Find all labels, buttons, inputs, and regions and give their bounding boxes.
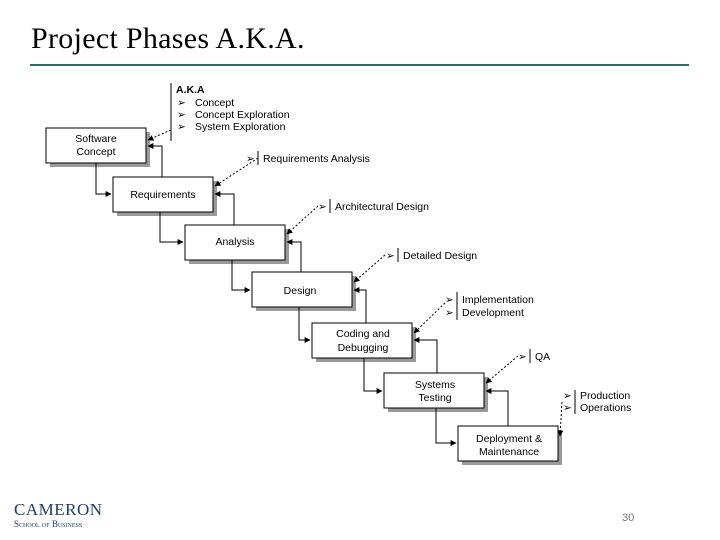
note-pointer xyxy=(214,157,259,187)
phase-box-software-concept xyxy=(45,127,147,164)
phase-label: Requirements xyxy=(130,189,195,201)
feedback-connector xyxy=(485,388,509,426)
phase-label: Software xyxy=(75,133,117,145)
note-qa: QA xyxy=(535,351,550,363)
flow-connector xyxy=(231,260,251,293)
note-bullet-icon: ➢ xyxy=(386,250,395,262)
note-bullet-icon: ➢ xyxy=(318,201,327,213)
note-pointer xyxy=(353,254,386,283)
phase-label: Analysis xyxy=(215,236,254,248)
phase-label: Systems xyxy=(415,379,455,391)
feedback-connector xyxy=(413,337,438,373)
aka-pointer xyxy=(147,129,172,141)
feedback-connector xyxy=(214,191,235,225)
note-pointer xyxy=(413,302,446,334)
flow-connector xyxy=(363,358,383,394)
logo-sub-text: School of Business xyxy=(14,519,83,529)
note-operations: Operations xyxy=(580,402,631,414)
note-bullet-icon: ➢ xyxy=(563,402,572,414)
feedback-connector xyxy=(147,143,163,177)
aka-item: Concept Exploration xyxy=(195,109,290,121)
note-pointer xyxy=(485,355,519,384)
phase-box-coding-debugging xyxy=(311,322,413,359)
note-detailed-design: Detailed Design xyxy=(403,250,477,262)
note-pointer xyxy=(557,401,564,437)
slide-title: Project Phases A.K.A. xyxy=(31,22,305,55)
aka-header: A.K.A xyxy=(176,84,205,96)
feedback-connector xyxy=(286,239,302,272)
phase-label: Coding and xyxy=(336,328,390,340)
phase-box-systems-testing xyxy=(383,372,485,409)
flow-connector xyxy=(298,307,311,343)
aka-item: Concept xyxy=(195,97,234,109)
feedback-connector xyxy=(353,287,367,323)
note-bullet-icon: ➢ xyxy=(518,351,527,363)
phase-label: Debugging xyxy=(338,342,389,354)
note-bullet-icon: ➢ xyxy=(445,294,454,306)
note-pointer xyxy=(286,205,319,235)
aka-bullet-icon: ➢ xyxy=(177,121,186,133)
phase-label: Deployment & xyxy=(476,433,542,445)
phase-label: Testing xyxy=(418,392,451,404)
note-bullet-icon: ➢ xyxy=(246,153,255,165)
phase-label: Concept xyxy=(76,146,115,158)
flow-connector xyxy=(159,212,184,245)
note-bullet-icon: ➢ xyxy=(563,390,572,402)
cameron-logo: CAMERON School of Business xyxy=(14,501,103,530)
aka-bullet-icon: ➢ xyxy=(177,109,186,121)
phase-box-deployment xyxy=(457,425,559,462)
flow-connector xyxy=(95,163,112,197)
logo-main-text: CAMERON xyxy=(14,500,103,519)
phase-label: Design xyxy=(284,285,317,297)
note-requirements-analysis: Requirements Analysis xyxy=(263,153,370,165)
note-development: Development xyxy=(462,307,524,319)
note-architectural-design: Architectural Design xyxy=(335,201,429,213)
note-production: Production xyxy=(580,390,630,402)
title-divider xyxy=(30,64,689,66)
note-implementation: Implementation xyxy=(462,294,534,306)
page-number: 30 xyxy=(622,512,635,524)
note-bullet-icon: ➢ xyxy=(445,307,454,319)
phase-box-design xyxy=(251,271,353,308)
aka-bullet-icon: ➢ xyxy=(177,97,186,109)
flow-connector xyxy=(435,408,457,446)
phase-box-requirements xyxy=(112,176,214,213)
phase-label: Maintenance xyxy=(479,446,539,458)
phase-box-analysis xyxy=(184,224,286,261)
aka-item: System Exploration xyxy=(195,121,286,133)
